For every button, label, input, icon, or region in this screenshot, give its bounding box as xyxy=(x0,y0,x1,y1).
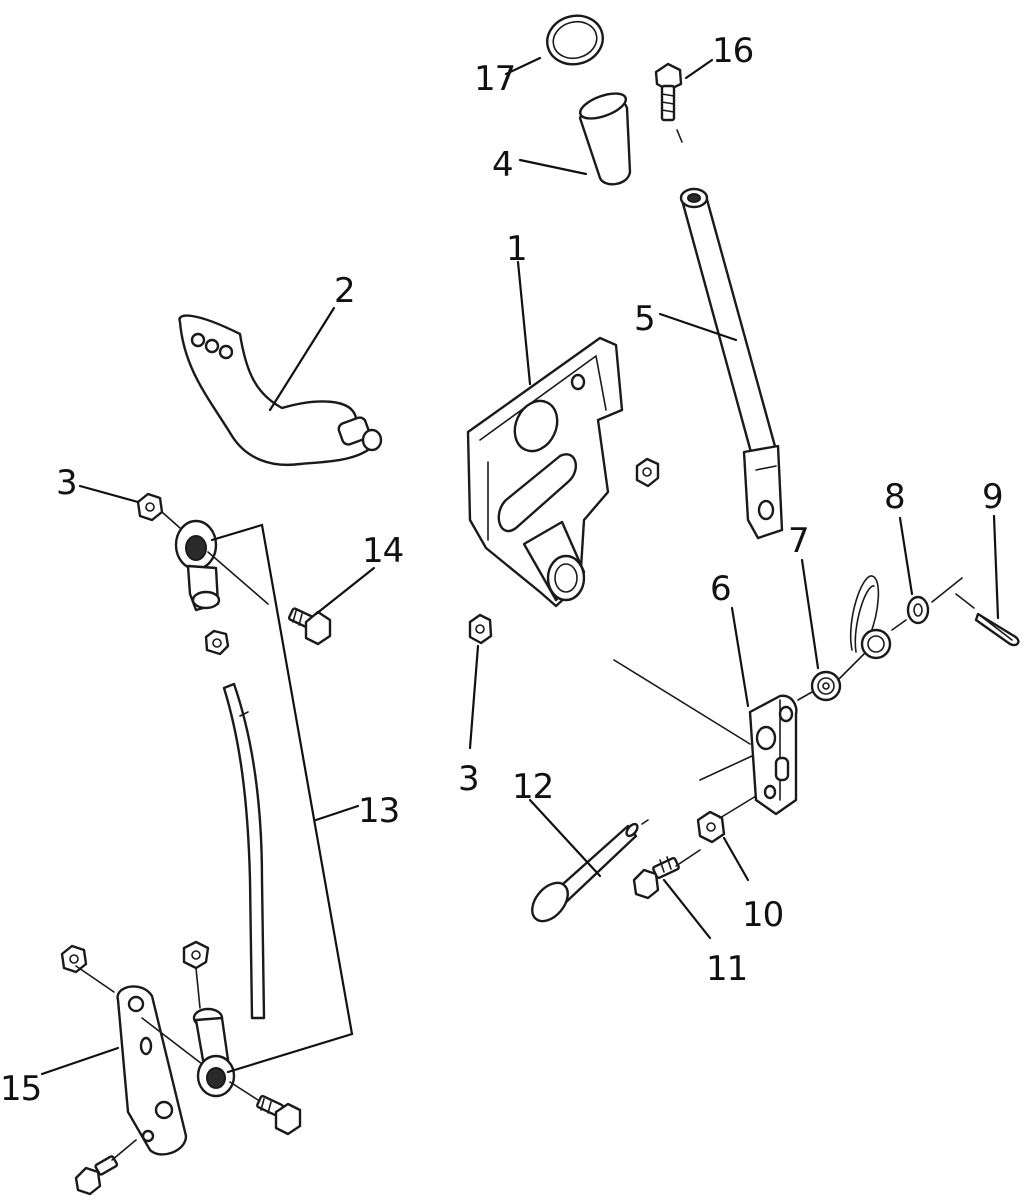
nut-part-3-left xyxy=(136,492,164,522)
bolt-lower-joint xyxy=(256,1094,302,1136)
callout-11: 11 xyxy=(706,949,747,989)
callout-3-center: 3 xyxy=(458,759,479,799)
clevis-part-6 xyxy=(748,694,798,816)
callout-4: 4 xyxy=(492,145,513,185)
nut-part-10 xyxy=(696,810,726,844)
bolt-part-14 xyxy=(287,607,332,646)
callout-3-left: 3 xyxy=(56,463,77,503)
nut-part-3-center xyxy=(468,613,493,645)
plate-part-15 xyxy=(116,985,188,1156)
arm-part-2 xyxy=(178,314,383,466)
callout-16: 16 xyxy=(712,31,753,71)
assembly-axis-lines xyxy=(75,511,975,1161)
callout-12: 12 xyxy=(512,767,553,807)
callout-8: 8 xyxy=(884,477,905,517)
bolt-part-16 xyxy=(654,62,683,143)
callout-13: 13 xyxy=(358,791,399,831)
callout-6: 6 xyxy=(710,569,731,609)
callout-10: 10 xyxy=(742,895,783,935)
o-ring-part-17 xyxy=(546,14,604,66)
callout-7: 7 xyxy=(788,521,809,561)
callout-2: 2 xyxy=(334,271,355,311)
callout-17: 17 xyxy=(474,59,515,99)
callout-5: 5 xyxy=(634,299,655,339)
callout-9: 9 xyxy=(982,477,1003,517)
callout-15: 15 xyxy=(0,1069,41,1109)
knob-part-4 xyxy=(578,92,632,186)
nut-near-bracket xyxy=(635,457,660,488)
callout-14: 14 xyxy=(362,531,403,571)
bolt-part-11 xyxy=(632,856,680,900)
lever-part-5 xyxy=(679,187,784,540)
callout-labels: 17 16 4 1 2 5 3 14 8 9 7 6 3 12 13 10 11… xyxy=(0,31,1004,1109)
spring-part-7 xyxy=(810,575,892,702)
washer-part-8 xyxy=(906,595,930,625)
bracket-part-1 xyxy=(466,336,624,608)
ball-joint-lower xyxy=(182,940,236,1098)
group-bracket-13 xyxy=(210,523,360,1074)
cotter-pin-part-9 xyxy=(974,612,1020,647)
bolt-plate-bottom xyxy=(74,1155,119,1196)
callout-1: 1 xyxy=(506,229,527,269)
nut-plate-top xyxy=(60,944,88,974)
leader-lines xyxy=(40,56,1000,1076)
clevis-pin-part-12 xyxy=(531,822,639,923)
ball-joint-upper xyxy=(174,519,230,656)
rod-part-13 xyxy=(222,682,266,1020)
